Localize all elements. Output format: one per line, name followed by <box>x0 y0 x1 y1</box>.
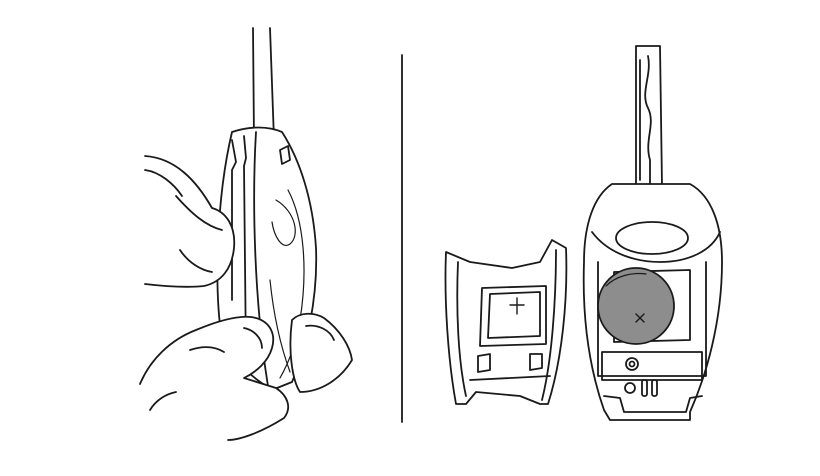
coin-battery-icon <box>598 268 674 344</box>
hand-icon-upper <box>145 156 234 287</box>
hand-icon-lower <box>140 314 352 440</box>
key-blade-icon <box>636 46 662 186</box>
right-panel <box>445 46 722 420</box>
key-fob-icon <box>584 184 722 420</box>
screwdriver-icon <box>253 28 274 140</box>
fob-cover-icon <box>445 240 566 404</box>
left-panel <box>140 28 352 440</box>
